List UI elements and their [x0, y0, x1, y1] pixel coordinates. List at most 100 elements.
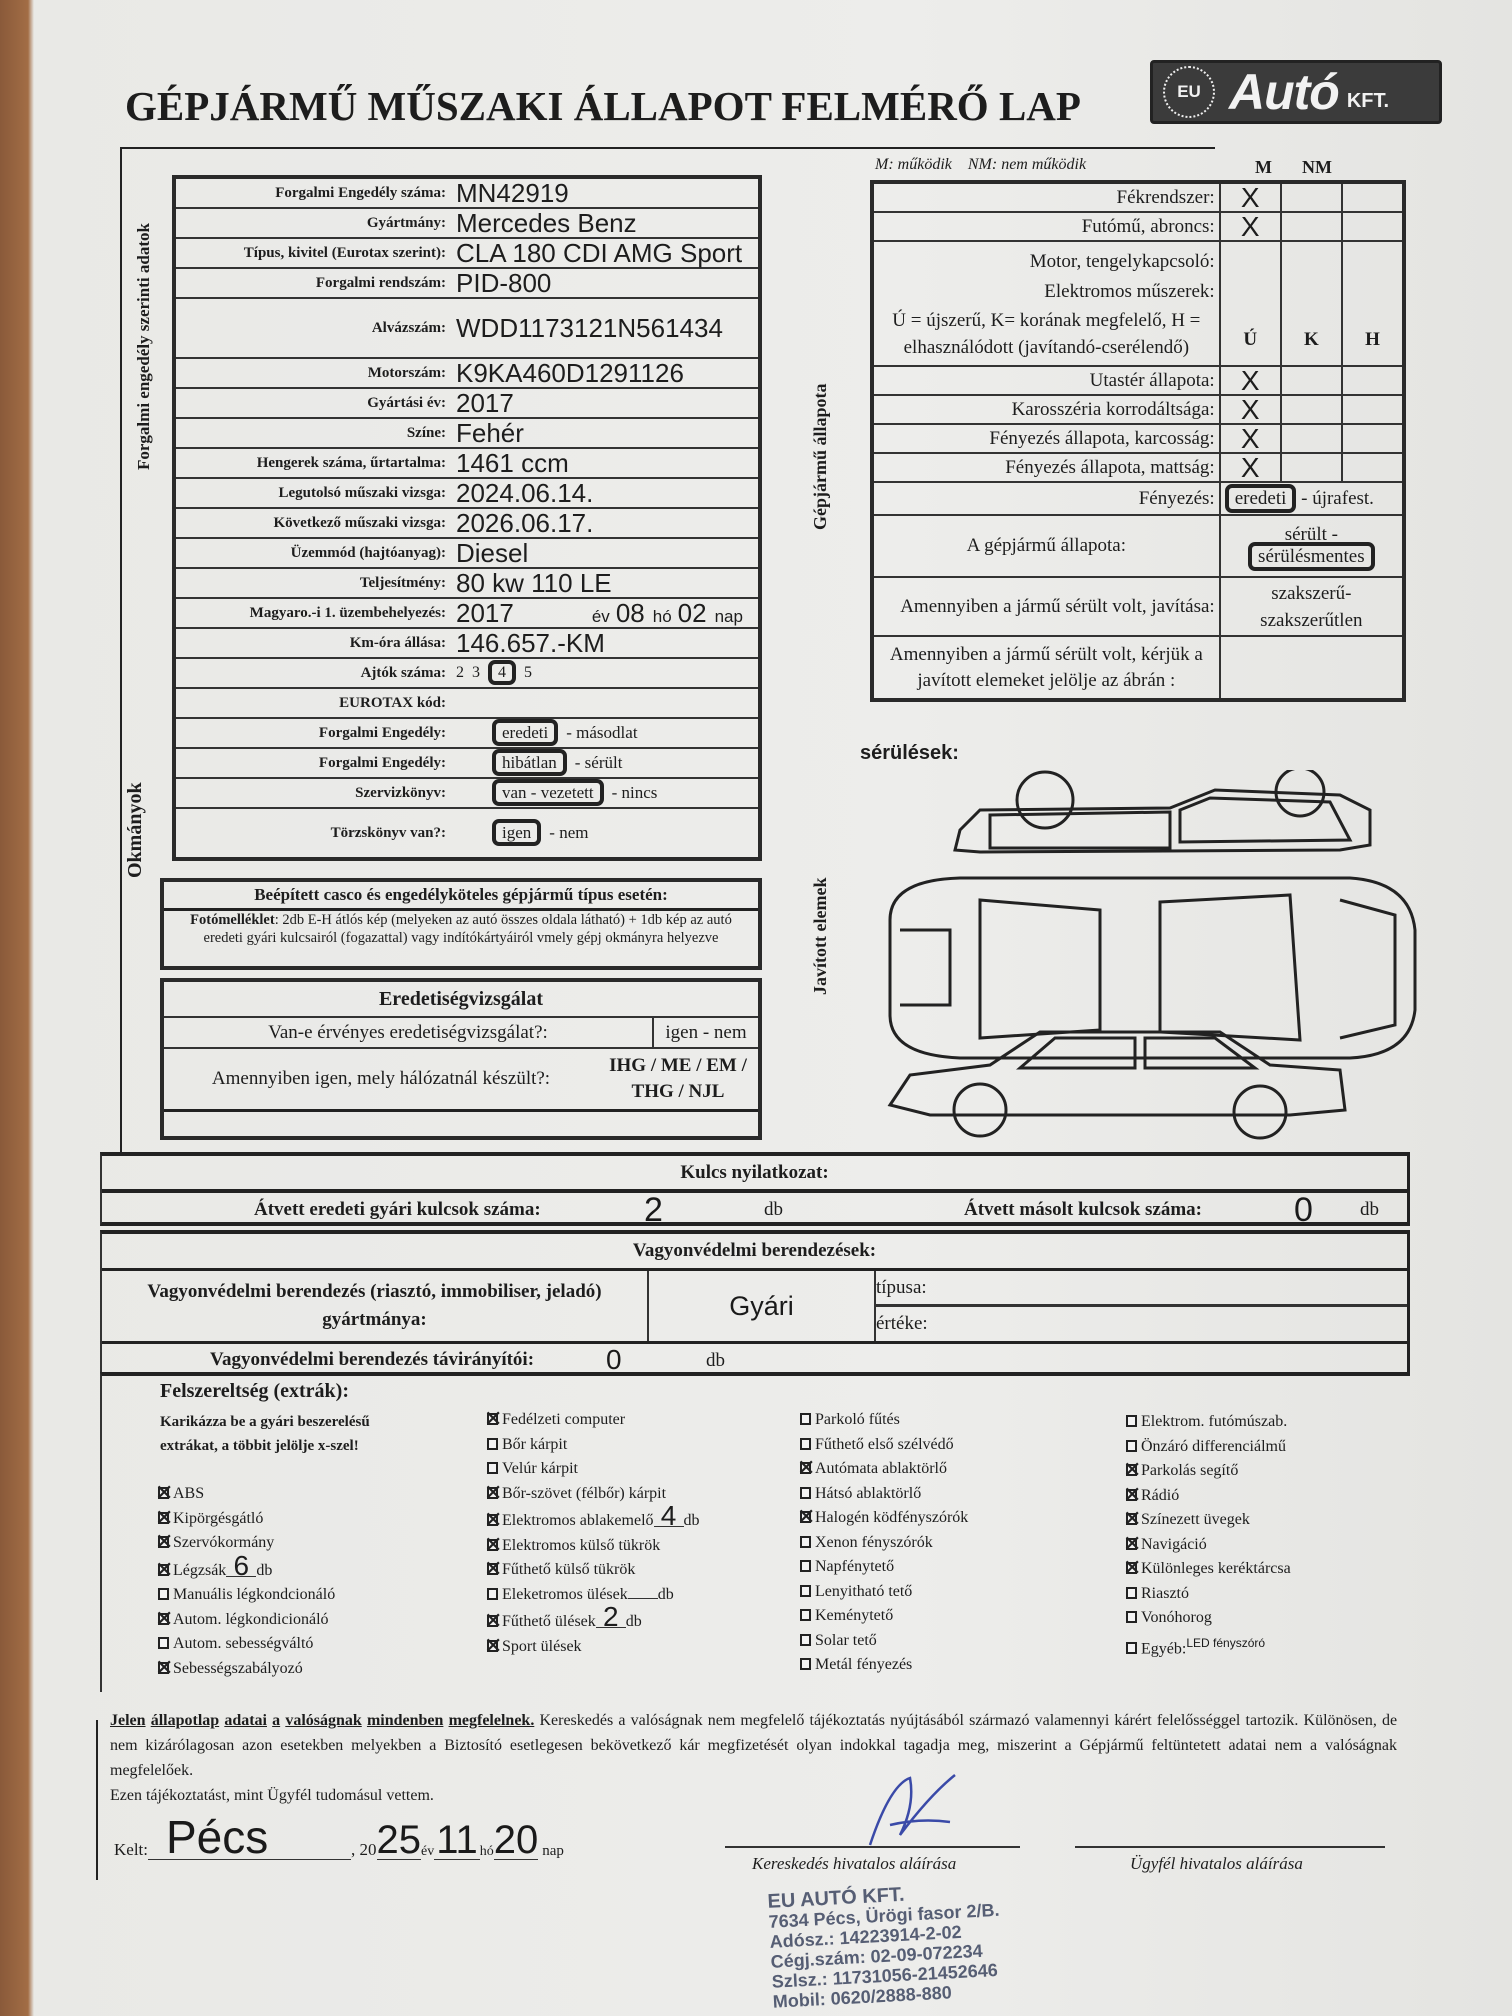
field-value: K9KA460D1291126 — [456, 357, 684, 388]
field-value: MN42919 — [456, 177, 569, 208]
checked-box-icon[interactable] — [484, 1480, 502, 1506]
checked-box-icon[interactable] — [484, 1556, 502, 1582]
checked-box-icon[interactable] — [1123, 1555, 1141, 1581]
equipment-quantity: 2 — [595, 1603, 626, 1631]
vehicle-condition-table: Fékrendszer:X Futómű, abroncs:X Motor, t… — [870, 180, 1406, 702]
equipment-item[interactable]: Önzáró differenciálmű — [1126, 1435, 1291, 1460]
equipment-item[interactable]: Elektrom. futómúszab. — [1126, 1410, 1291, 1435]
field-value: 146.657.-KM — [456, 627, 605, 658]
checked-box-icon[interactable] — [155, 1655, 173, 1681]
equipment-item[interactable]: Elektromos külső tükrök — [484, 1532, 700, 1559]
condition-row: Futómű, abroncs:X — [871, 211, 1406, 242]
checked-box-icon[interactable] — [1123, 1506, 1141, 1532]
condition-row: Fékrendszer:X — [871, 181, 1406, 213]
side-label-condition: Gépjármű állapota — [810, 383, 830, 531]
checkbox-icon[interactable] — [800, 1486, 811, 1499]
checkbox-icon[interactable] — [800, 1658, 811, 1670]
checked-box-icon[interactable] — [1123, 1531, 1141, 1557]
equipment-item[interactable]: Színezett üvegek — [1123, 1506, 1291, 1533]
checkbox-icon[interactable] — [1126, 1611, 1137, 1623]
checkbox-icon[interactable] — [487, 1462, 498, 1474]
place-value: Pécs — [148, 1814, 351, 1860]
checked-box-icon[interactable] — [1123, 1457, 1141, 1483]
checkbox-icon[interactable] — [1126, 1439, 1137, 1452]
vehicle-data-row: Törzskönyv van?:igen- nem — [176, 809, 758, 857]
checked-box-icon[interactable] — [797, 1455, 815, 1481]
equipment-item[interactable]: Fűthető első szélvédő — [800, 1433, 968, 1458]
equipment-item[interactable]: Sebességszabályozó — [155, 1655, 335, 1682]
checked-box-icon[interactable] — [155, 1529, 173, 1555]
equipment-item[interactable]: Vonóhorog — [1126, 1606, 1291, 1631]
equipment-item[interactable]: ABS — [155, 1480, 335, 1507]
equipment-label: Napfénytető — [815, 1558, 895, 1575]
equipment-item[interactable]: Parkoló fűtés — [800, 1408, 968, 1433]
checkbox-icon[interactable] — [800, 1560, 811, 1572]
checked-box-icon[interactable] — [484, 1406, 502, 1432]
equipment-item[interactable]: Egyéb:LED fényszóró — [1126, 1631, 1291, 1662]
checkbox-icon[interactable] — [487, 1437, 498, 1450]
checked-box-icon[interactable] — [484, 1608, 502, 1634]
checked-box-icon[interactable] — [484, 1633, 502, 1659]
equipment-item[interactable]: Solar tető — [800, 1629, 968, 1654]
equipment-item[interactable]: Velúr kárpit — [487, 1457, 700, 1482]
equipment-item[interactable]: Xenon fényszórók — [800, 1531, 968, 1556]
equipment-item[interactable]: Rádió — [1123, 1482, 1291, 1509]
checkbox-icon[interactable] — [800, 1609, 811, 1621]
equipment-item[interactable]: Keménytető — [800, 1604, 968, 1629]
equipment-item[interactable]: Fűthető külső tükrök — [484, 1556, 700, 1583]
equipment-item[interactable]: Halogén ködfényszórók — [797, 1504, 968, 1531]
equipment-item[interactable]: Riasztó — [1126, 1582, 1291, 1607]
checked-box-icon[interactable] — [484, 1532, 502, 1558]
equipment-label: Önzáró differenciálmű — [1141, 1437, 1286, 1455]
checkbox-icon[interactable] — [800, 1535, 811, 1548]
equipment-item[interactable]: Bőr-szövet (félbőr) kárpit — [484, 1480, 700, 1507]
equipment-item[interactable]: Bőr kárpit — [487, 1433, 700, 1458]
vehicle-data-row: Üzemmód (hajtóanyag):Diesel — [176, 538, 758, 569]
equipment-item[interactable]: Navigáció — [1123, 1531, 1291, 1558]
field-value: Fehér — [456, 417, 524, 448]
checkbox-icon[interactable] — [158, 1637, 169, 1649]
checked-box-icon[interactable] — [1123, 1482, 1141, 1508]
equipment-item[interactable]: Napfénytető — [800, 1555, 968, 1580]
equipment-item[interactable]: Autom. légkondicionáló — [155, 1606, 335, 1633]
equipment-item[interactable]: Szervókormány — [155, 1529, 335, 1556]
equipment-item[interactable]: Manuális légkondcionáló — [158, 1583, 335, 1608]
damage-label: sérülések: — [860, 742, 959, 764]
equipment-item[interactable]: Lenyitható tető — [800, 1580, 968, 1605]
casco-text: Fotómelléklet: 2db E-H átlós kép (melyek… — [190, 912, 732, 946]
checkbox-icon[interactable] — [800, 1413, 811, 1425]
checked-box-icon[interactable] — [155, 1557, 173, 1583]
checked-box-icon[interactable] — [155, 1480, 173, 1506]
equipment-item[interactable]: Autom. sebességváltó — [158, 1632, 335, 1657]
checkbox-icon[interactable] — [1126, 1586, 1137, 1599]
checked-box-icon[interactable] — [797, 1504, 815, 1530]
checked-box-icon[interactable] — [484, 1507, 502, 1533]
checkbox-icon[interactable] — [158, 1588, 169, 1600]
checkbox-icon[interactable] — [1126, 1641, 1137, 1654]
equipment-item[interactable]: Fedélzeti computer — [484, 1406, 700, 1433]
checked-box-icon[interactable] — [155, 1505, 173, 1531]
client-signature-line — [1075, 1846, 1385, 1848]
option: - nincs — [611, 783, 658, 802]
checked-box-icon[interactable] — [155, 1606, 173, 1632]
checkbox-icon[interactable] — [800, 1633, 811, 1646]
equipment-item[interactable]: Különleges keréktárcsa — [1123, 1555, 1291, 1582]
equipment-item[interactable]: Hátsó ablaktörlő — [800, 1482, 968, 1507]
checkbox-icon[interactable] — [800, 1584, 811, 1597]
equipment-item[interactable]: Metál fényezés — [800, 1653, 968, 1678]
checkbox-icon[interactable] — [800, 1437, 811, 1450]
equipment-item[interactable]: Autómata ablaktörlő — [797, 1455, 968, 1482]
equipment-item[interactable]: Kipörgésgátló — [155, 1505, 335, 1532]
left-frame-line — [120, 147, 122, 1152]
equipment-item[interactable]: Parkolás segítő — [1123, 1457, 1291, 1484]
car-damage-diagram[interactable] — [870, 770, 1430, 1145]
underlined-word: valóságnak — [285, 1712, 362, 1729]
equipment-item[interactable]: Sport ülések — [484, 1633, 700, 1660]
checkbox-icon[interactable] — [1126, 1415, 1137, 1427]
checkbox-icon[interactable] — [487, 1587, 498, 1600]
vehicle-data-row: Típus, kivitel (Eurotax szerint):CLA 180… — [176, 238, 758, 269]
